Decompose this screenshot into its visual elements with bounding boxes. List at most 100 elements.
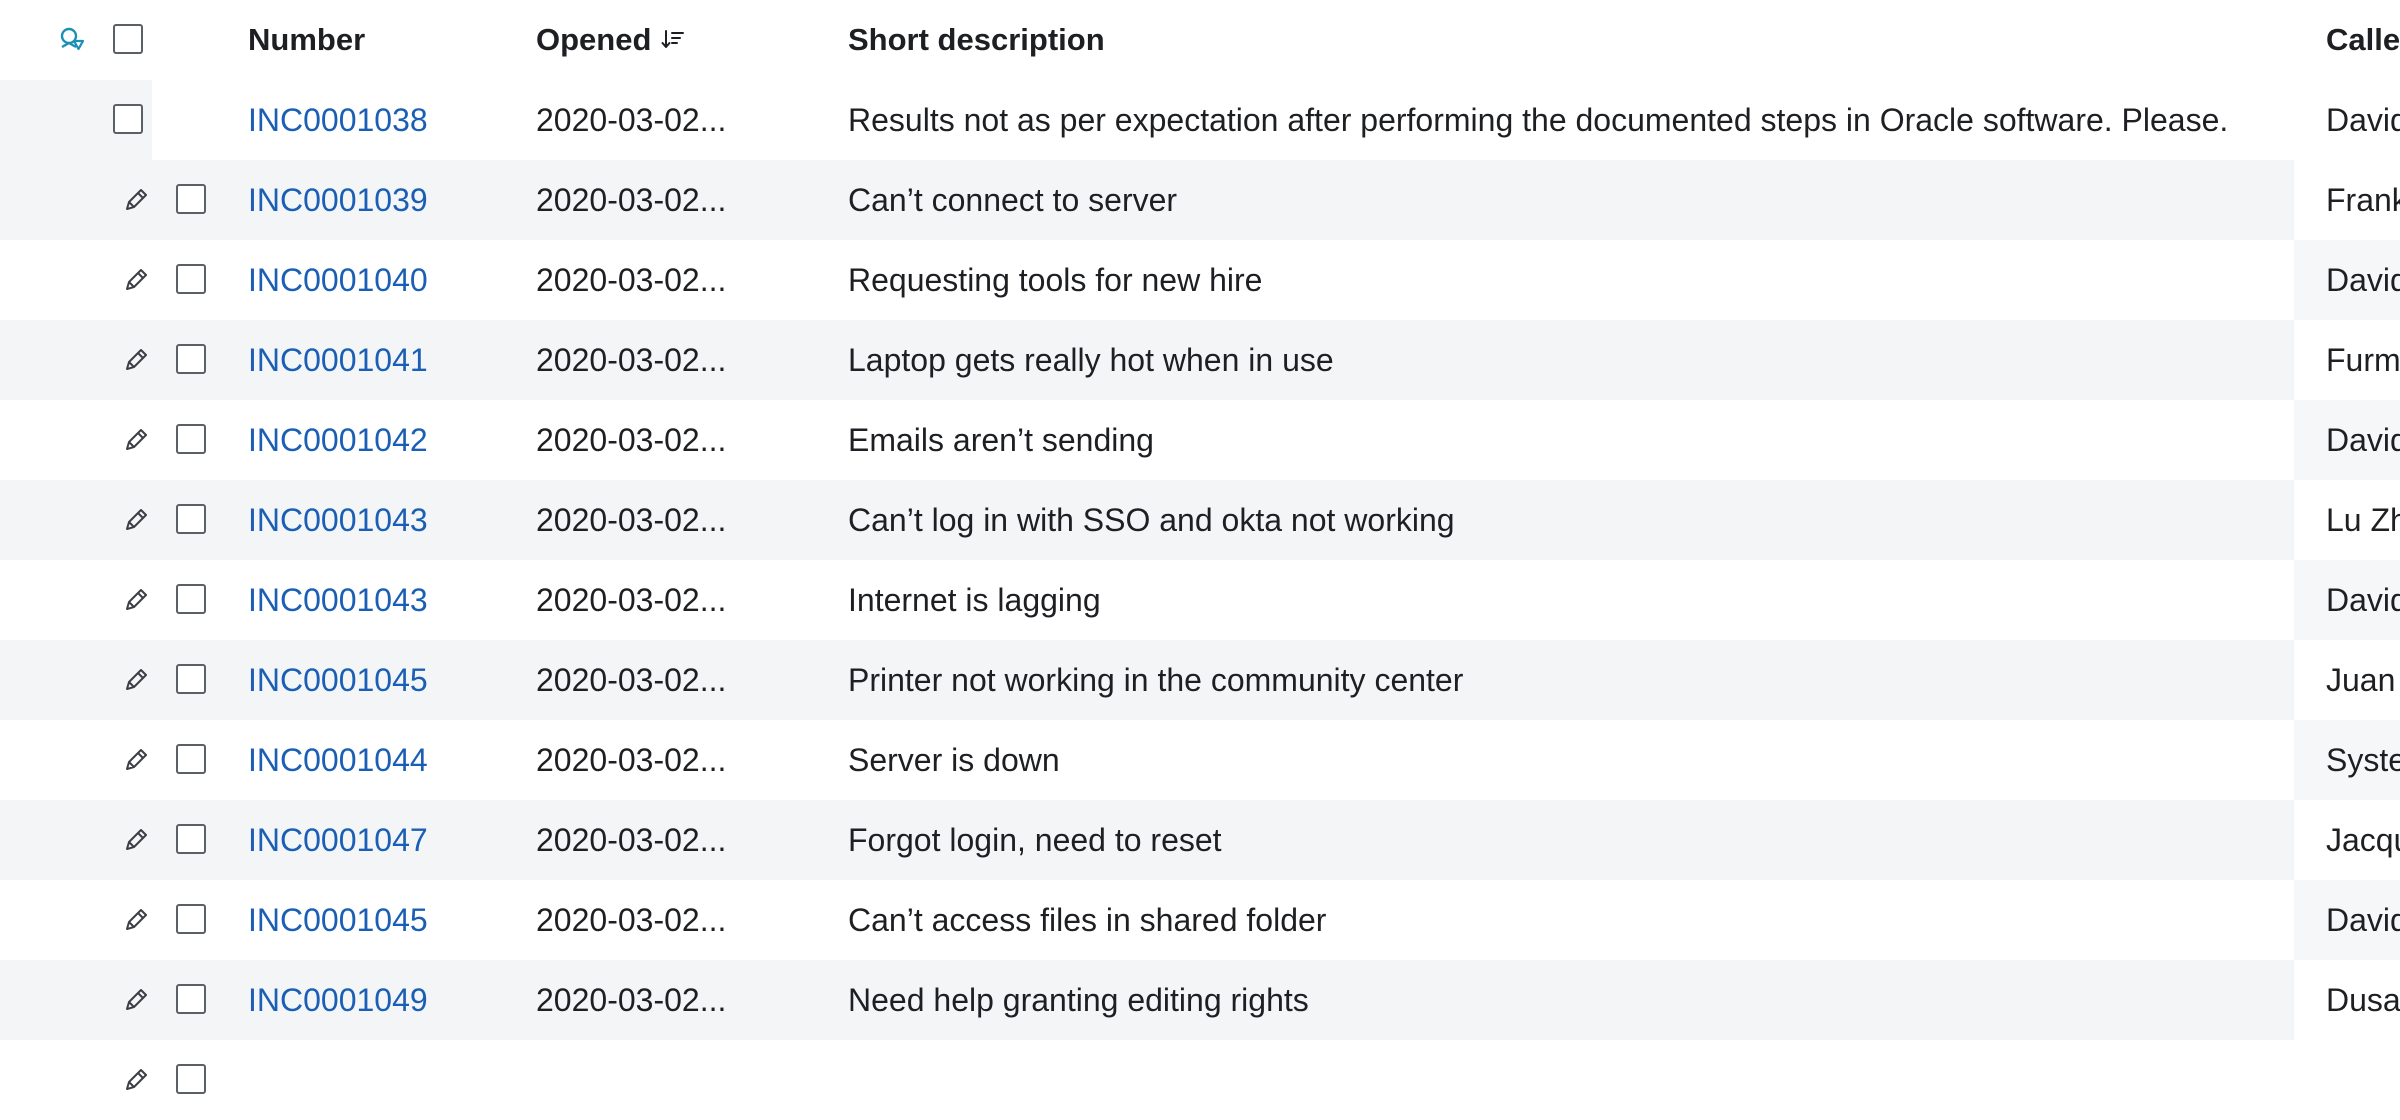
incident-number-link[interactable]: INC0001042 [248,421,428,458]
row-checkbox[interactable] [176,264,206,294]
personalize-list-icon[interactable] [56,25,86,55]
caller-cell-background [2294,240,2400,320]
cell-short-description: Laptop gets really hot when in use [848,341,1334,378]
table-row[interactable]: INC0001047 2020-03-02... Forgot login, n… [0,800,2400,880]
table-row[interactable]: INC0001045 2020-03-02... Printer not wor… [0,640,2400,720]
incident-number-link[interactable]: INC0001039 [248,181,428,218]
cell-opened: 2020-03-02... [536,181,727,218]
cell-opened: 2020-03-02... [536,261,727,298]
row-checkbox[interactable] [113,104,143,134]
cell-number: INC0001043 [248,480,518,560]
row-checkbox[interactable] [176,664,206,694]
cell-opened: 2020-03-02... [536,901,727,938]
row-checkbox[interactable] [176,1064,206,1094]
cell-number: INC0001049 [248,960,518,1040]
incident-number-link[interactable]: INC0001040 [248,261,428,298]
pencil-icon[interactable] [122,826,150,854]
cell-number: INC0001038 [248,80,518,160]
cell-caller: Jacqu [2326,821,2400,858]
cell-caller: Lu Zh [2326,501,2400,538]
list-header: Number Opened Short description Caller [0,0,2400,80]
cell-opened: 2020-03-02... [536,421,727,458]
incident-number-link[interactable]: INC0001038 [248,101,428,138]
caller-cell-background [2294,640,2400,720]
incident-number-link[interactable]: INC0001043 [248,501,428,538]
cell-caller: Dusa [2326,981,2400,1018]
sort-descending-icon[interactable] [661,28,685,52]
pencil-icon[interactable] [122,266,150,294]
cell-caller: David [2326,581,2400,618]
table-row[interactable]: INC0001045 2020-03-02... Can’t access fi… [0,880,2400,960]
row-checkbox[interactable] [176,424,206,454]
cell-short-description: Server is down [848,741,1060,778]
cell-short-description: Need help granting editing rights [848,981,1309,1018]
cell-number: INC0001045 [248,880,518,960]
caller-cell-background [2294,560,2400,640]
table-row[interactable]: INC0001043 2020-03-02... Can’t log in wi… [0,480,2400,560]
column-header-number[interactable]: Number [248,0,518,80]
pencil-icon[interactable] [122,506,150,534]
cell-number: INC0001039 [248,160,518,240]
incident-number-link[interactable]: INC0001047 [248,821,428,858]
select-all-checkbox[interactable] [113,24,143,54]
table-row[interactable]: INC0001049 2020-03-02... Need help grant… [0,960,2400,1040]
pencil-icon[interactable] [122,746,150,774]
caller-cell-background [2294,480,2400,560]
cell-short-description: Forgot login, need to reset [848,821,1222,858]
cell-caller: Frank [2326,181,2400,218]
caller-cell-background [2294,320,2400,400]
column-header-short-description[interactable]: Short description [848,0,2228,80]
cell-number: INC0001041 [248,320,518,400]
table-row[interactable]: INC0001043 2020-03-02... Internet is lag… [0,560,2400,640]
incident-number-link[interactable]: INC0001045 [248,901,428,938]
caller-cell-background [2294,400,2400,480]
new-row[interactable] [0,1040,2400,1120]
pencil-icon[interactable] [122,906,150,934]
row-checkbox[interactable] [176,744,206,774]
row-checkbox[interactable] [176,984,206,1014]
caller-cell-background [2294,80,2400,160]
table-row[interactable]: INC0001038 2020-03-02... Results not as … [0,80,2400,160]
cell-opened: 2020-03-02... [536,341,727,378]
cell-opened: 2020-03-02... [536,821,727,858]
cell-opened: 2020-03-02... [536,581,727,618]
incident-number-link[interactable]: INC0001041 [248,341,428,378]
cell-short-description: Emails aren’t sending [848,421,1154,458]
table-row[interactable]: INC0001042 2020-03-02... Emails aren’t s… [0,400,2400,480]
cell-opened: 2020-03-02... [536,101,727,138]
pencil-icon[interactable] [122,186,150,214]
incident-number-link[interactable]: INC0001044 [248,741,428,778]
table-row[interactable]: INC0001040 2020-03-02... Requesting tool… [0,240,2400,320]
row-checkbox[interactable] [176,584,206,614]
table-row[interactable]: INC0001044 2020-03-02... Server is down … [0,720,2400,800]
row-checkbox[interactable] [176,904,206,934]
cell-caller: David [2326,101,2400,138]
row-checkbox[interactable] [176,824,206,854]
incident-number-link[interactable]: INC0001043 [248,581,428,618]
column-header-opened[interactable]: Opened [536,0,836,80]
pencil-icon[interactable] [122,586,150,614]
cell-short-description: Can’t access files in shared folder [848,901,1327,938]
cell-opened: 2020-03-02... [536,501,727,538]
table-row[interactable]: INC0001041 2020-03-02... Laptop gets rea… [0,320,2400,400]
cell-caller: David [2326,261,2400,298]
pencil-icon[interactable] [122,426,150,454]
row-checkbox[interactable] [176,504,206,534]
cell-caller: Juan [2326,661,2396,698]
row-checkbox[interactable] [176,184,206,214]
cell-caller: David [2326,421,2400,458]
cell-number: INC0001044 [248,720,518,800]
incident-number-link[interactable]: INC0001049 [248,981,428,1018]
pencil-icon[interactable] [122,1066,150,1094]
row-checkbox[interactable] [176,344,206,374]
cell-number: INC0001040 [248,240,518,320]
pencil-icon[interactable] [122,346,150,374]
cell-caller: Syste [2326,741,2400,778]
table-row[interactable]: INC0001039 2020-03-02... Can’t connect t… [0,160,2400,240]
pencil-icon[interactable] [122,666,150,694]
incident-number-link[interactable]: INC0001045 [248,661,428,698]
column-header-number-label: Number [248,22,366,57]
cell-short-description: Printer not working in the community cen… [848,661,1464,698]
pencil-icon[interactable] [122,986,150,1014]
column-header-caller[interactable]: Caller [2326,0,2400,80]
